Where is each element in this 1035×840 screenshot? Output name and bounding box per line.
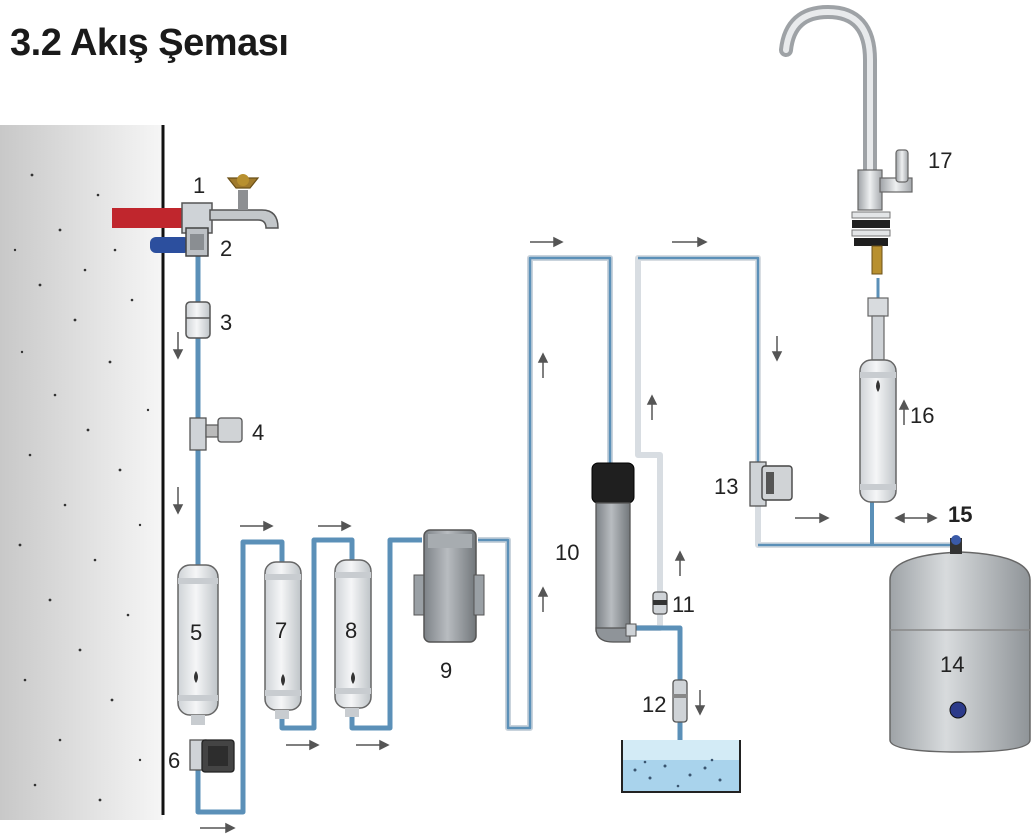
- pressure-valve: [189, 417, 243, 451]
- filter-7: [264, 561, 302, 719]
- wall: [0, 125, 165, 820]
- label-14: 14: [940, 652, 964, 677]
- label-12: 12: [642, 692, 666, 717]
- label-9: 9: [440, 658, 452, 683]
- label-5: 5: [190, 620, 202, 645]
- coupling: [185, 301, 211, 339]
- solenoid-valve: [189, 739, 235, 773]
- label-4: 4: [252, 420, 264, 445]
- label-6: 6: [168, 748, 180, 773]
- tubing: [195, 250, 950, 815]
- label-13: 13: [714, 474, 738, 499]
- label-11: 11: [672, 592, 695, 617]
- label-2: 2: [220, 236, 232, 261]
- label-10: 10: [555, 540, 579, 565]
- drain-basin: [621, 740, 741, 793]
- page-title: 3.2 Akış Şeması: [10, 22, 289, 64]
- label-15: 15: [948, 502, 972, 527]
- flow-arrows: [172, 236, 938, 834]
- pump: [413, 529, 485, 643]
- membrane-housing: [591, 462, 637, 643]
- label-8: 8: [345, 618, 357, 643]
- filter-5: [177, 564, 219, 725]
- drain-saddle: [672, 679, 688, 723]
- label-3: 3: [220, 310, 232, 335]
- feed-adapter: [150, 227, 209, 257]
- filter-8: [334, 559, 372, 717]
- label-7: 7: [275, 618, 287, 643]
- flow-restrictor: [652, 591, 668, 615]
- label-1: 1: [193, 173, 205, 198]
- post-filter: [859, 297, 897, 503]
- component-labels: 1 2 3 4 5 6 7 8 9 10 11 12 13 14 15 16 1…: [168, 148, 972, 773]
- faucet: [779, 4, 913, 275]
- label-17: 17: [928, 148, 952, 173]
- shutoff-valve: [749, 461, 793, 507]
- label-16: 16: [910, 403, 934, 428]
- storage-tank: [889, 535, 1031, 753]
